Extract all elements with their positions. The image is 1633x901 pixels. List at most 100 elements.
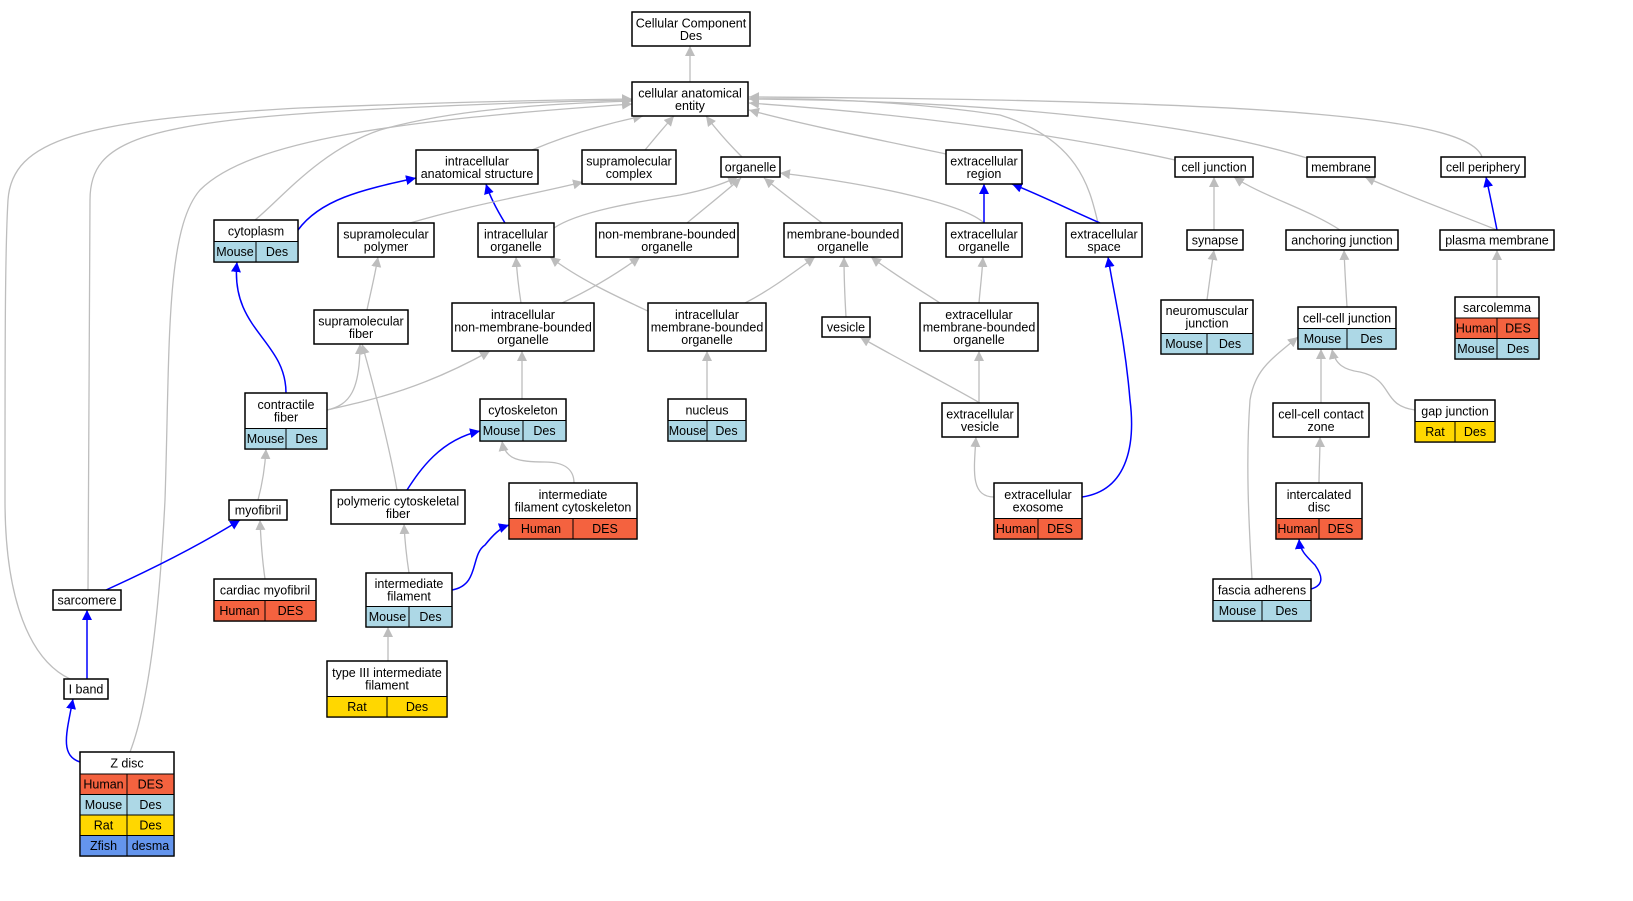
node-box (919, 302, 1039, 352)
node-label: supramolecular (586, 154, 671, 168)
node-border (647, 302, 767, 352)
node-border (326, 660, 448, 718)
node-box (631, 11, 751, 47)
gene-label: DES (1505, 322, 1531, 336)
node-label: Des (680, 29, 702, 43)
node-label: intermediate (375, 577, 444, 591)
node-border (945, 222, 1023, 258)
node-border (451, 302, 595, 352)
edges-layer (4, 46, 1502, 763)
node-label: intercalated (1287, 488, 1352, 502)
node-aj[interactable]: anchoring junction (1285, 229, 1399, 251)
node-label: sarcolemma (1463, 301, 1531, 315)
node-org[interactable]: organelle (720, 156, 781, 178)
node-label: cardiac myofibril (220, 583, 310, 597)
node-border (508, 482, 638, 540)
node-border (667, 398, 747, 442)
gene-label: Des (715, 424, 737, 438)
node-label: extracellular (950, 227, 1017, 241)
edge-imbo-to-io (549, 256, 651, 313)
node-border (228, 499, 288, 521)
node-label: supramolecular (318, 314, 403, 328)
node-border (783, 222, 903, 258)
node-label: extracellular (1070, 227, 1137, 241)
node-myo[interactable]: myofibril (228, 499, 288, 521)
node-label: cell periphery (1446, 161, 1521, 175)
node-border (213, 578, 317, 622)
node-syn[interactable]: synapse (1186, 229, 1244, 251)
species-label: Mouse (216, 245, 254, 259)
edge-org-to-cae (705, 115, 743, 158)
edge-cj-to-cae (748, 98, 1176, 161)
node-label: membrane-bounded (651, 321, 764, 335)
node-sarc[interactable]: sarcomere (52, 589, 122, 611)
node-border (63, 678, 109, 700)
gene-label: Des (1219, 337, 1241, 351)
node-label: gap junction (1421, 404, 1488, 418)
node-border (595, 222, 739, 258)
species-label: Human (996, 522, 1036, 536)
node-label: fiber (274, 411, 298, 425)
species-label: Human (83, 778, 123, 792)
edge-ias-to-cae (531, 113, 644, 151)
node-cp[interactable]: cell periphery (1440, 156, 1526, 178)
node-label: polymeric cytoskeletal (337, 494, 459, 508)
species-label: Mouse (1304, 332, 1342, 346)
edge-inmbo-to-nmbo (561, 256, 641, 304)
edge-ccj-to-aj (1339, 249, 1350, 308)
node-label: organelle (958, 240, 1009, 254)
node-label: extracellular (945, 308, 1012, 322)
species-label: Mouse (483, 424, 521, 438)
node-label: non-membrane-bounded (598, 227, 736, 241)
node-border (919, 302, 1039, 352)
node-border (479, 398, 567, 442)
edge-cmf-to-myo (255, 519, 266, 580)
node-ves[interactable]: vesicle (821, 316, 871, 338)
node-pm[interactable]: plasma membrane (1439, 229, 1555, 251)
node-inmbo[interactable]: intracellularnon-membrane-boundedorganel… (451, 302, 595, 352)
node-label: cell-cell junction (1303, 311, 1391, 325)
node-mem[interactable]: membrane (1306, 156, 1376, 178)
species-label: Mouse (85, 798, 123, 812)
node-label: cell junction (1181, 161, 1246, 175)
node-cj[interactable]: cell junction (1174, 156, 1254, 178)
edge-pm-to-mem (1364, 176, 1498, 231)
node-border (1297, 306, 1397, 350)
node-iband[interactable]: I band (63, 678, 109, 700)
gene-label: Des (1275, 604, 1297, 618)
species-label: Mouse (369, 610, 407, 624)
